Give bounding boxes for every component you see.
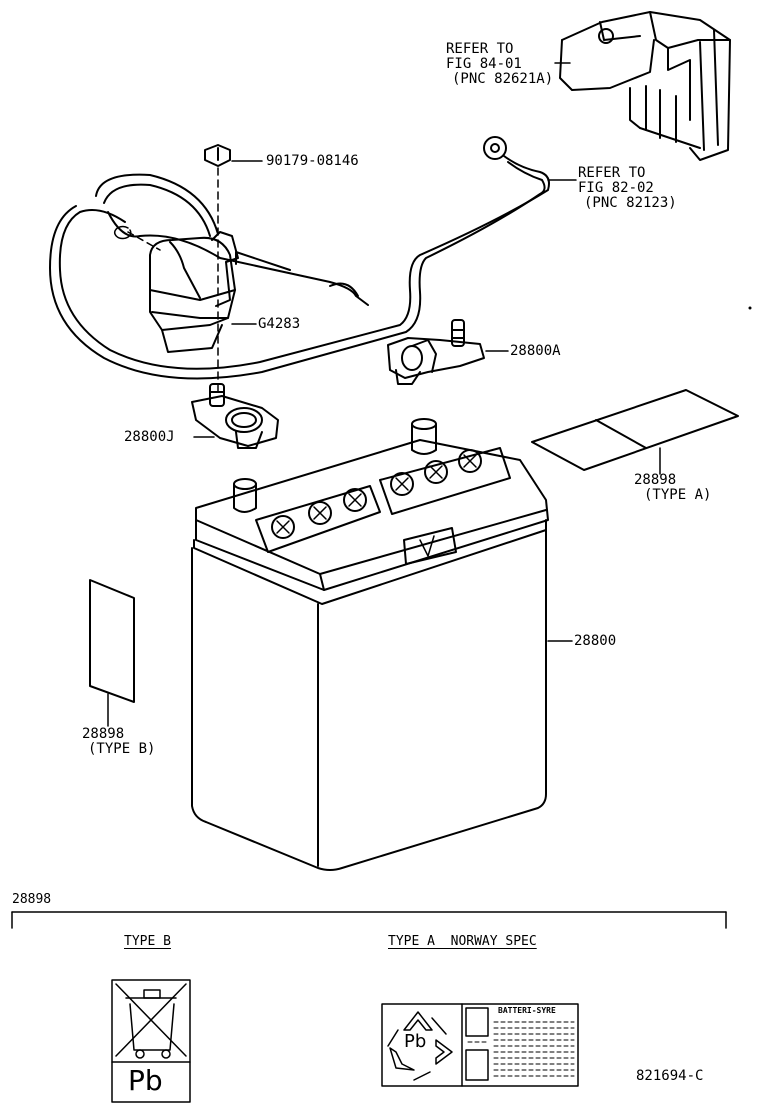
clamp-a-part-number: 28800A bbox=[510, 343, 561, 359]
label-b-type: (TYPE B) bbox=[88, 741, 156, 757]
cover-part-number: G4283 bbox=[258, 316, 301, 332]
label-a-type: (TYPE A) bbox=[644, 487, 712, 503]
bolt-part-number: 90179-08146 bbox=[266, 153, 359, 169]
refer-fig84-line1: REFER TO bbox=[446, 41, 514, 57]
crossed-bin-symbol bbox=[111, 979, 191, 1103]
label-a-part-number: 28898 bbox=[634, 472, 677, 488]
detail-bracket bbox=[11, 911, 727, 929]
battery-drawing bbox=[191, 418, 549, 871]
refer-fig82-line3: (PNC 82123) bbox=[584, 195, 677, 211]
detail-section-part: 28898 bbox=[12, 892, 52, 907]
bolt-drawing bbox=[204, 144, 231, 167]
main-cable-drawing bbox=[49, 136, 550, 380]
pb-symbol-bin: Pb bbox=[128, 1064, 163, 1097]
label-type-b-drawing bbox=[89, 579, 135, 703]
type-a-heading: TYPE A NORWAY SPEC bbox=[388, 934, 537, 949]
battery-part-number: 28800 bbox=[574, 633, 617, 649]
clamp-j-drawing bbox=[191, 383, 279, 449]
label-type-a-drawing bbox=[531, 389, 739, 471]
pb-symbol-recycle: Pb bbox=[404, 1031, 427, 1052]
norway-recycle-label bbox=[381, 1003, 579, 1087]
refer-fig82-line2: FIG 82-02 bbox=[578, 180, 654, 196]
clamp-j-part-number: 28800J bbox=[124, 429, 175, 445]
refer-fig84-line2: FIG 84-01 bbox=[446, 56, 522, 72]
type-b-heading: TYPE B bbox=[124, 934, 171, 949]
label-b-part-number: 28898 bbox=[82, 726, 125, 742]
fuse-block-drawing bbox=[559, 11, 731, 161]
clamp-a-drawing bbox=[387, 319, 485, 385]
refer-fig82-line1: REFER TO bbox=[578, 165, 646, 181]
stray-dot bbox=[748, 306, 752, 310]
refer-fig84-line3: (PNC 82621A) bbox=[452, 71, 554, 87]
figure-number: 821694-C bbox=[636, 1068, 704, 1084]
terminal-cover-drawing bbox=[149, 231, 239, 353]
label-warning-header: BATTERI-SYRE bbox=[498, 1006, 556, 1015]
